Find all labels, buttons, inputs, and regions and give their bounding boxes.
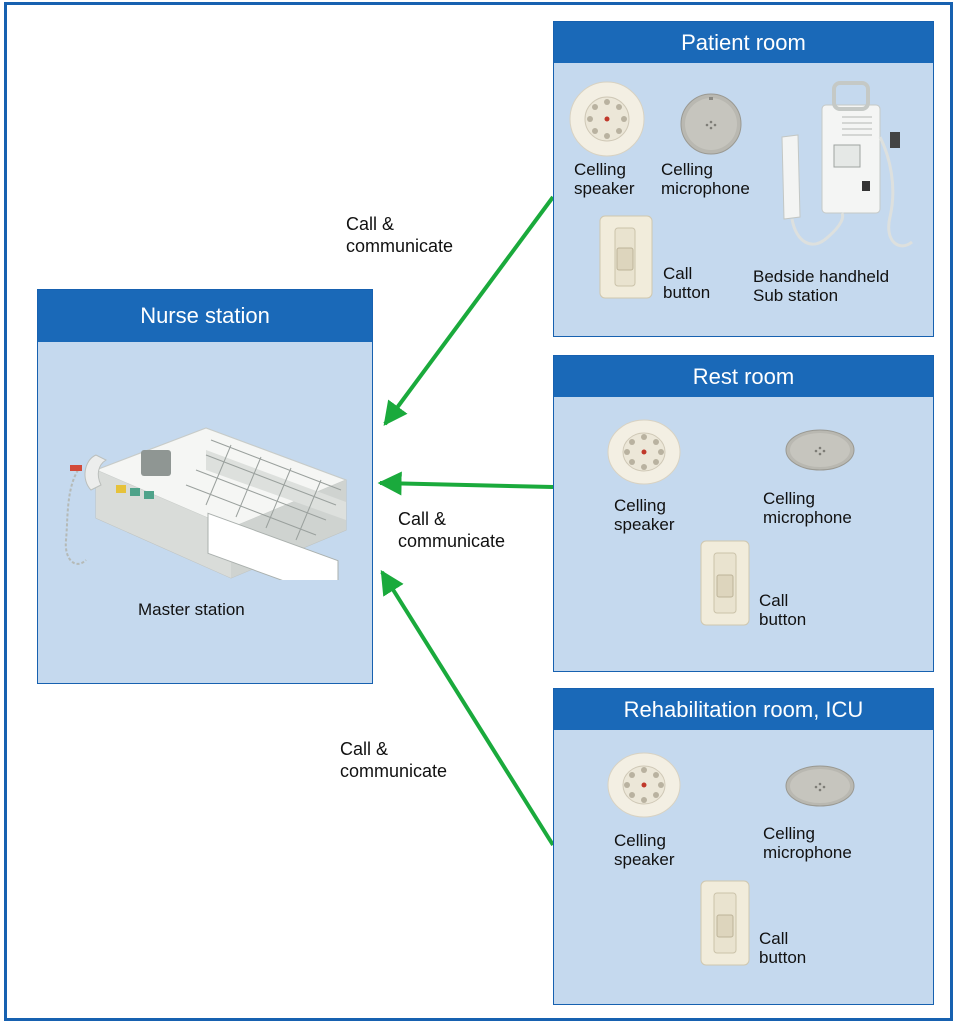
ceiling-microphone-icon [785,429,855,471]
call-button-icon [700,540,750,626]
rest-room-panel: Rest room Celling speaker Celling microp… [553,355,934,672]
rehab-room-panel: Rehabilitation room, ICU Celling speaker… [553,688,934,1005]
rest-call-button-label: Call button [759,591,807,629]
patient-ceiling-speaker-label: Celling speaker [574,160,635,198]
patient-ceiling-microphone-label: Celling microphone [661,160,750,198]
arrow-label-bottom: Call & communicate [340,739,448,781]
ceiling-speaker-icon [607,752,681,818]
rehab-ceiling-microphone-label: Celling microphone [763,824,852,862]
ceiling-microphone-icon [785,765,855,807]
rehab-room-title: Rehabilitation room, ICU [554,689,933,730]
rehab-ceiling-speaker-label: Celling speaker [614,831,675,869]
arrow-rest-to-nurse [377,471,554,496]
ceiling-speaker-icon [607,419,681,485]
call-button-icon [700,880,750,966]
nurse-station-title: Nurse station [38,290,372,342]
rest-ceiling-microphone-label: Celling microphone [763,489,852,527]
rehab-call-button-label: Call button [759,929,807,967]
rest-ceiling-speaker-label: Celling speaker [614,496,675,534]
patient-call-button-label: Call button [663,264,711,302]
arrow-rehab-to-nurse [380,569,555,847]
ceiling-speaker-icon [569,81,645,157]
master-station-icon [64,427,348,580]
master-station-label: Master station [138,600,245,619]
patient-room-panel: Patient room [553,21,934,337]
arrow-patient-to-nurse [383,195,555,426]
arrow-label-middle: Call & communicate [398,509,506,551]
rest-room-title: Rest room [554,356,933,397]
arrow-label-top: Call & communicate [346,214,454,256]
bedside-handheld-icon [781,81,913,248]
nurse-station-panel: Nurse station [37,289,373,684]
patient-room-title: Patient room [554,22,933,63]
call-button-icon [599,215,653,299]
patient-handheld-label: Bedside handheld Sub station [753,267,890,305]
ceiling-microphone-icon [680,93,742,155]
